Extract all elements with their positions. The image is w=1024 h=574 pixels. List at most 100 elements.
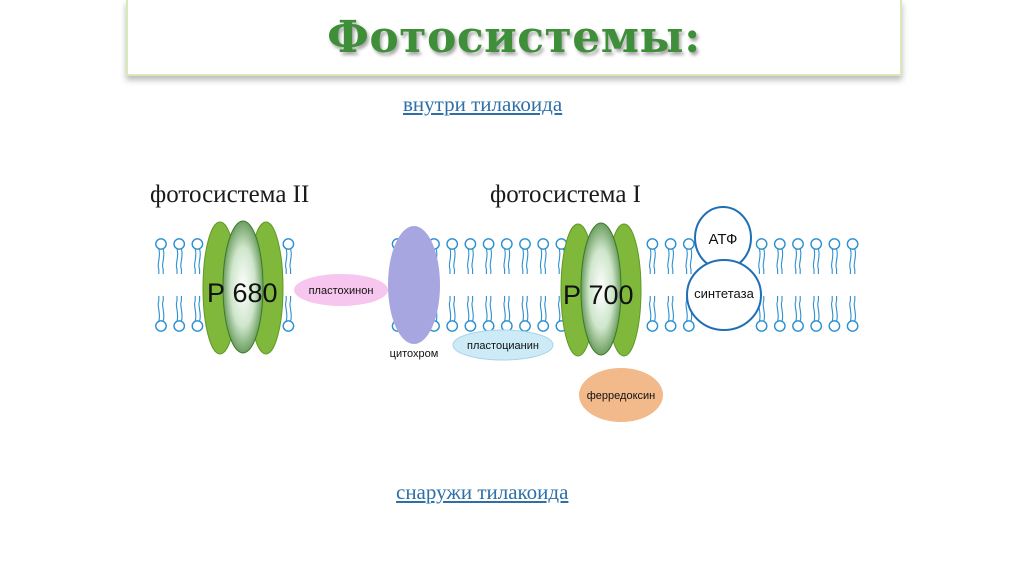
lipid-tail [289, 248, 292, 274]
lipid-tail [758, 248, 761, 274]
lipid-tail [453, 248, 456, 274]
lipid-head [646, 238, 659, 250]
lipid-tail [544, 248, 547, 274]
membrane-lipid-bilayer [155, 238, 859, 332]
lipid-head [810, 238, 823, 250]
lipid-tail [830, 296, 834, 322]
lipid-head [682, 238, 695, 250]
lipid-tail [830, 248, 834, 274]
lipid-head [446, 238, 459, 250]
lipid-tail [539, 248, 543, 274]
lipid-tail [762, 248, 766, 274]
lipid-tail [193, 296, 197, 322]
lipid-tail [193, 248, 197, 274]
lipid-head [519, 320, 531, 332]
lipid-tail [849, 296, 852, 322]
inside-thylakoid-link[interactable]: внутри тилакоида [403, 92, 563, 116]
lipid-tail [521, 296, 525, 322]
lipid-tail [284, 248, 288, 274]
lipid-tail [466, 248, 470, 274]
lipid-head [482, 320, 495, 332]
lipid-tail [853, 248, 857, 274]
lipid-head [773, 238, 786, 250]
lipid-tail [794, 248, 798, 274]
lipid-tail [161, 248, 165, 274]
photosystem-1: Р 700 [560, 222, 642, 357]
ferredoxin: ферредоксин [579, 368, 663, 422]
lipid-tail [453, 296, 456, 322]
ferredoxin-label: ферредоксин [587, 390, 655, 402]
lipid-head [792, 238, 804, 250]
lipid-head [537, 320, 550, 332]
lipid-head [755, 238, 768, 250]
lipid-head [173, 238, 186, 250]
lipid-tail [525, 248, 529, 274]
lipid-head [682, 320, 695, 332]
outside-thylakoid-link[interactable]: снаружи тилакоида [396, 480, 569, 504]
lipid-tail [180, 248, 183, 274]
lipid-tail [653, 248, 656, 274]
atp-synthase: АТФ синтетаза [686, 206, 762, 331]
lipid-tail [817, 248, 820, 274]
p700-label: Р 700 [563, 280, 634, 310]
lipid-tail [835, 296, 838, 322]
lipid-tail [762, 296, 766, 322]
lipid-tail [485, 248, 488, 274]
lipid-tail [448, 296, 452, 322]
lipid-head [755, 320, 768, 332]
photosystem-2: Р 680 [202, 220, 284, 355]
lipid-tail [798, 296, 802, 322]
lipid-head [773, 320, 786, 332]
lipid-head [664, 238, 677, 250]
lipid-tail [521, 248, 525, 274]
lipid-tail [503, 248, 506, 274]
lipid-tail [489, 248, 493, 274]
lipid-tail [544, 296, 547, 322]
lipid-tail [648, 248, 652, 274]
lipid-tail [776, 248, 779, 274]
plastocyanin-label: пластоцианин [467, 340, 539, 352]
lipid-head [646, 320, 659, 332]
plastoquinone: пластохинон [294, 274, 388, 306]
lipid-tail [648, 296, 652, 322]
lipid-tail [180, 296, 183, 322]
lipid-tail [689, 248, 693, 274]
photosystem-2-label: фотосистема II [150, 181, 310, 208]
lipid-tail [557, 248, 561, 274]
lipid-head [810, 320, 823, 332]
lipid-tail [835, 248, 838, 274]
lipid-tail [503, 296, 506, 322]
lipid-tail [812, 296, 816, 322]
title-banner: Фотосистемы: [126, 0, 902, 76]
lipid-head [846, 320, 859, 332]
lipid-tail [448, 248, 452, 274]
lipid-head [155, 238, 167, 250]
lipid-head [500, 238, 513, 250]
lipid-tail [466, 296, 470, 322]
lipid-tail [507, 296, 511, 322]
lipid-tail [198, 248, 201, 274]
lipid-tail [853, 296, 857, 322]
lipid-head [282, 238, 295, 250]
lipid-tail [776, 296, 779, 322]
lipid-tail [667, 296, 670, 322]
lipid-tail [507, 248, 511, 274]
lipid-head [173, 320, 186, 332]
lipid-tail [175, 248, 179, 274]
lipid-head [792, 320, 804, 332]
lipid-head [191, 320, 204, 332]
lipid-head [828, 320, 841, 332]
lipid-tail [812, 248, 816, 274]
lipid-tail [780, 248, 784, 274]
lipid-tail [685, 248, 688, 274]
lipid-tail [289, 296, 292, 322]
cytochrome-label: цитохром [390, 348, 439, 360]
lipid-tail [798, 248, 802, 274]
lipid-head [828, 238, 841, 250]
lipid-head [191, 238, 204, 250]
lipid-tail [157, 248, 161, 274]
cytochrome: цитохром [388, 226, 440, 360]
plastocyanin: пластоцианин [452, 329, 554, 361]
lipid-tail [817, 296, 820, 322]
lipid-tail [175, 296, 179, 322]
